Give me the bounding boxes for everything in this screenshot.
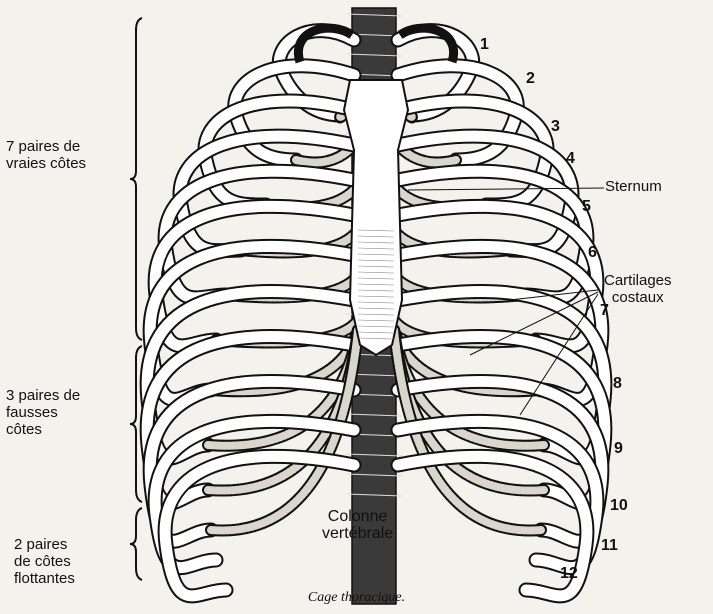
rib-number-1: 1	[480, 36, 489, 54]
bracket	[130, 508, 142, 580]
label-line: Colonne	[322, 508, 393, 525]
group-brackets	[130, 18, 142, 580]
label-vertebral-column: Colonne vertébrale	[322, 508, 393, 542]
rib-number-3: 3	[551, 118, 560, 136]
rib-number-12: 12	[560, 565, 578, 583]
rib-number-9: 9	[614, 440, 623, 458]
rib	[155, 206, 354, 346]
rib-number-11: 11	[601, 537, 618, 555]
label-line: Cartilages	[604, 272, 672, 289]
group-label-line: côtes	[6, 421, 80, 438]
rib-number-6: 6	[588, 244, 597, 262]
group-label-line: vraies côtes	[6, 155, 86, 172]
rib-number-7: 7	[600, 302, 609, 320]
sternum-body	[344, 80, 408, 355]
label-costal-cartilages: Cartilages costaux	[604, 272, 672, 306]
sternum-bone	[344, 80, 408, 355]
bracket	[130, 18, 142, 340]
figure-caption: Cage thoracique.	[0, 590, 713, 606]
group-label-true-ribs: 7 paires de vraies côtes	[6, 138, 86, 172]
label-line: vertébrale	[322, 525, 393, 542]
rib-number-4: 4	[566, 150, 575, 168]
label-sternum: Sternum	[605, 178, 662, 195]
group-label-line: fausses	[6, 404, 80, 421]
group-label-line: 3 paires de	[6, 387, 80, 404]
group-label-line: de côtes	[14, 553, 75, 570]
rib-number-5: 5	[582, 198, 591, 216]
rib-number-2: 2	[526, 70, 535, 88]
label-line: costaux	[604, 289, 672, 306]
group-label-false-ribs: 3 paires de fausses côtes	[6, 387, 80, 438]
rib-number-10: 10	[610, 497, 628, 515]
group-label-line: flottantes	[14, 570, 75, 587]
group-label-line: 2 paires	[14, 536, 75, 553]
rib-number-8: 8	[613, 375, 622, 393]
group-label-floating-ribs: 2 paires de côtes flottantes	[14, 536, 75, 587]
group-label-line: 7 paires de	[6, 138, 86, 155]
rib	[398, 206, 597, 346]
